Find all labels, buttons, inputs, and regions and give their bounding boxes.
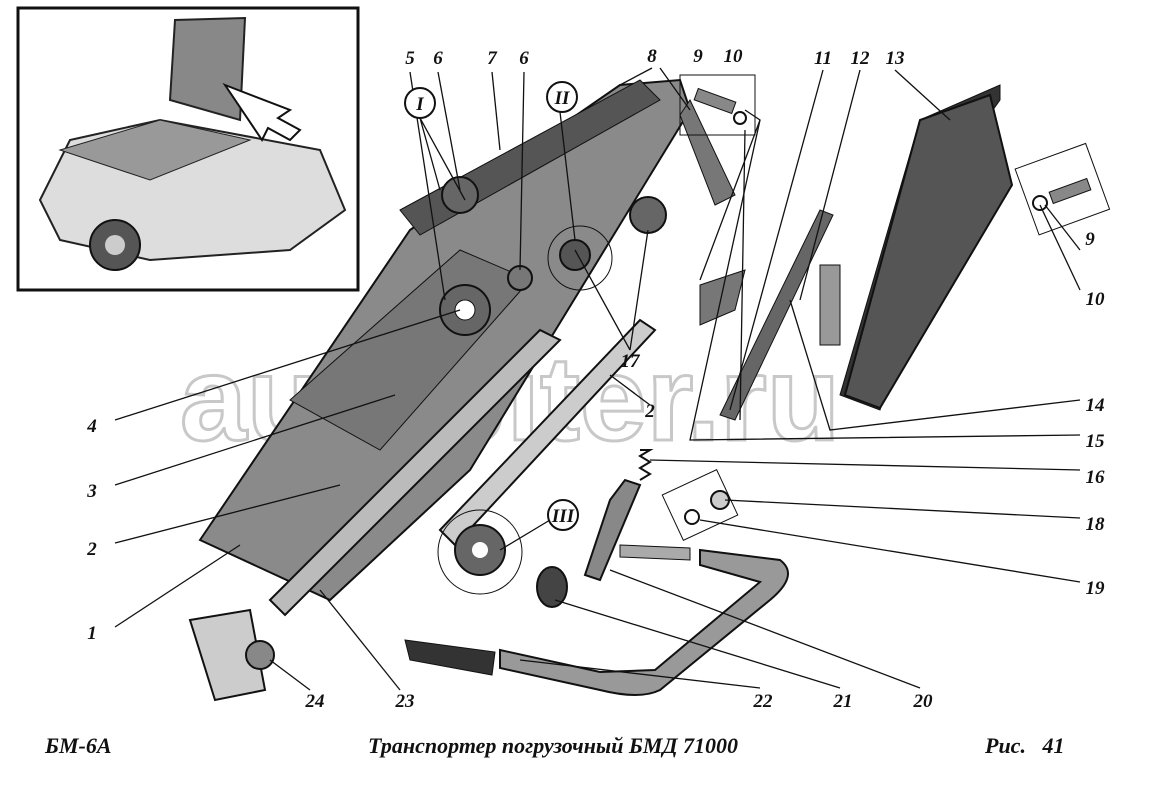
inset-overview-image — [16, 6, 360, 292]
callout-5: 5 — [405, 48, 415, 69]
callout-11: 11 — [814, 48, 832, 69]
callout-labels: I II III 5 6 7 6 8 9 10 11 12 13 9 10 4 … — [86, 46, 1105, 712]
callout-12: 12 — [851, 48, 871, 69]
callout-16: 16 — [1086, 467, 1106, 488]
callout-9: 9 — [693, 46, 703, 67]
callout-18: 18 — [1086, 514, 1106, 535]
callout-15: 15 — [1086, 431, 1106, 452]
detail-III: III — [551, 506, 575, 527]
callout-4: 4 — [86, 416, 97, 437]
callout-7: 7 — [487, 48, 498, 69]
figure-number: Рис. 41 — [985, 733, 1065, 758]
callout-17: 17 — [621, 351, 642, 372]
callout-10: 10 — [724, 46, 744, 67]
callout-9: 9 — [1085, 229, 1095, 250]
model-label: БМ-6А — [45, 733, 112, 758]
callout-2: 2 — [86, 539, 97, 560]
detail-II: II — [554, 88, 570, 109]
loose-parts — [404, 87, 1092, 696]
callout-20: 20 — [913, 691, 934, 712]
callout-23: 23 — [395, 691, 415, 712]
callout-19: 19 — [1086, 578, 1106, 599]
conveyor-assembly — [188, 78, 736, 702]
detail-I: I — [415, 94, 424, 115]
detail-circles — [404, 74, 1111, 595]
leader-lines — [114, 67, 1081, 691]
side-covers — [699, 84, 1014, 421]
callout-13: 13 — [886, 48, 905, 69]
figure-title: Транспортер погрузочный БМД 71000 — [368, 733, 738, 758]
callout-8: 8 — [647, 46, 657, 67]
callout-3: 3 — [86, 481, 97, 502]
callout-1: 1 — [87, 623, 97, 644]
callout-14: 14 — [1086, 395, 1105, 416]
callout-6: 6 — [433, 48, 443, 69]
callout-22: 22 — [753, 691, 774, 712]
callout-6: 6 — [519, 48, 529, 69]
callout-10: 10 — [1086, 289, 1106, 310]
callout-21: 21 — [833, 691, 853, 712]
callout-2: 2 — [644, 401, 655, 422]
callout-24: 24 — [305, 691, 325, 712]
